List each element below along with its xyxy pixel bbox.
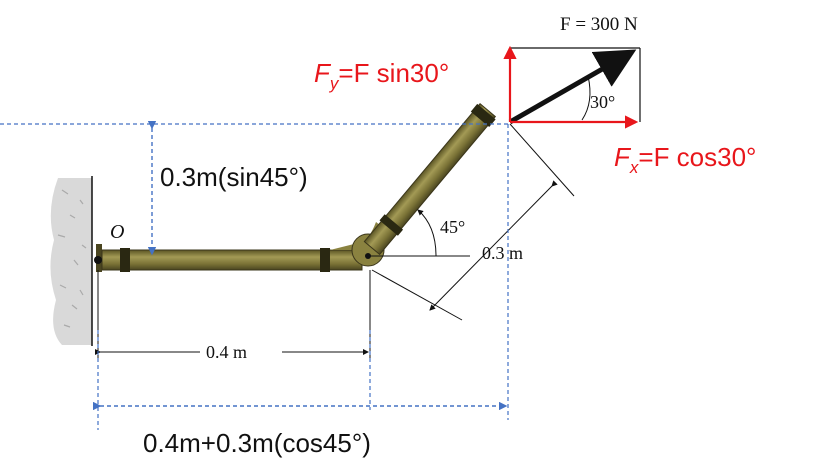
pipe (94, 102, 497, 272)
vertical-dimension-label: 0.3m(sin45°) (160, 162, 308, 192)
point-o-label: O (110, 221, 124, 243)
angle-45-label: 45° (440, 217, 465, 237)
horizontal-dimension-label: 0.4m+0.3m(cos45°) (143, 428, 371, 458)
pipe-thread-left (120, 248, 130, 272)
pipe-thread-middle (320, 248, 330, 272)
angle-30-label: 30° (590, 92, 615, 112)
force-component-box (510, 47, 641, 122)
angle-45-arc (417, 209, 437, 257)
fy-label: Fy=F sin30° (314, 58, 449, 93)
force-label: F = 300 N (560, 14, 638, 35)
fx-label: Fx=F cos30° (614, 142, 756, 177)
angle-30-arc (581, 75, 591, 121)
wall-hatch-icon (50, 176, 93, 346)
length-04-label: 0.4 m (206, 342, 247, 362)
length-03-dimension (371, 123, 575, 321)
force-arrow-icon (508, 49, 637, 125)
length-03-label: 0.3 m (482, 243, 523, 263)
